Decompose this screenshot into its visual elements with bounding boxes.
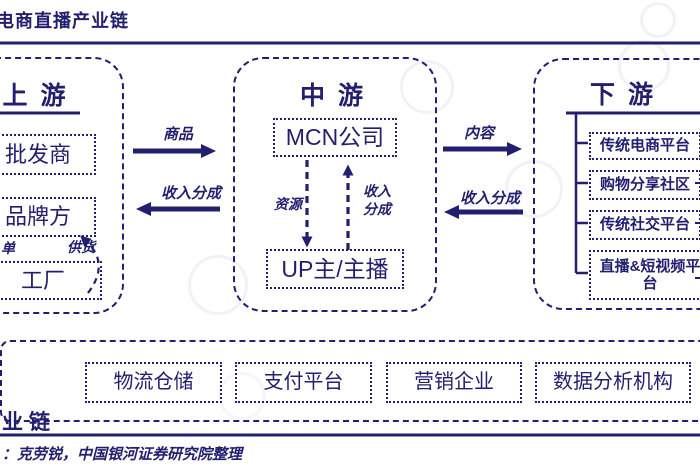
revenue-split-label: 收入 分成	[352, 184, 402, 219]
platform-label: 购物分享社区	[599, 176, 690, 194]
support-label-text: 物流仓储	[113, 371, 194, 393]
support-label-text: 支付平台	[263, 371, 344, 393]
support-box-payment: 支付平台	[235, 362, 372, 403]
brand-box: 品牌方	[0, 197, 96, 237]
resource-label: 资源	[274, 197, 302, 213]
support-label-text: 数据分析机构	[553, 371, 673, 393]
support-box-logistics: 物流仓储	[85, 362, 222, 403]
platform-label: 直播&短视频平台	[599, 257, 700, 292]
supply-label: 供货	[67, 240, 95, 256]
goods-flow-label: 商品	[162, 125, 193, 143]
revenue-split-line1: 收入	[363, 184, 391, 200]
mcn-box: MCN公司	[273, 118, 397, 157]
content-flow-label: 内容	[463, 124, 494, 142]
midstream-panel	[233, 57, 437, 312]
host-box: UP主/主播	[266, 249, 404, 289]
support-label-line1: 业链	[2, 411, 56, 434]
platform-box-traditional-ecommerce: 传统电商平台	[589, 132, 700, 160]
watermark-ring	[640, 2, 676, 38]
source-line: ：克劳锐，中国银河证券研究院整理	[2, 445, 243, 463]
figure-title: 电商直播产业链	[0, 11, 129, 31]
wholesaler-label: 批发商	[4, 141, 71, 167]
downstream-title: 下 游	[590, 81, 656, 109]
factory-label: 工厂	[20, 267, 65, 293]
brand-label: 品牌方	[4, 204, 71, 230]
support-box-data-analysis: 数据分析机构	[535, 362, 691, 403]
upstream-title: 上 游	[2, 82, 69, 110]
mcn-label: MCN公司	[285, 124, 385, 151]
support-label-text: 营销企业	[414, 371, 494, 393]
support-box-marketing: 营销企业	[386, 362, 522, 403]
midstream-title: 中 游	[300, 82, 366, 110]
revenue-split-line2: 分成	[363, 201, 391, 218]
downstream-panel	[533, 58, 700, 310]
platform-label: 传统社交平台	[599, 216, 690, 234]
revenue-right-flow-label: 收入分成	[459, 189, 520, 207]
support-label: 业链 持方	[2, 348, 56, 470]
wholesaler-box: 批发商	[0, 134, 96, 175]
platform-box-social: 传统社交平台	[589, 210, 700, 240]
revenue-left-flow-label: 收入分成	[160, 184, 221, 202]
host-label: UP主/主播	[281, 255, 389, 282]
platform-box-shopping-community: 购物分享社区	[589, 170, 700, 200]
upstream-panel	[0, 57, 124, 314]
order-label: 单	[1, 241, 15, 257]
factory-box: 工厂	[0, 261, 102, 300]
platform-box-live-shortvideo: 直播&短视频平台	[589, 250, 700, 300]
platform-label: 传统电商平台	[599, 137, 690, 155]
support-panel	[0, 340, 700, 422]
